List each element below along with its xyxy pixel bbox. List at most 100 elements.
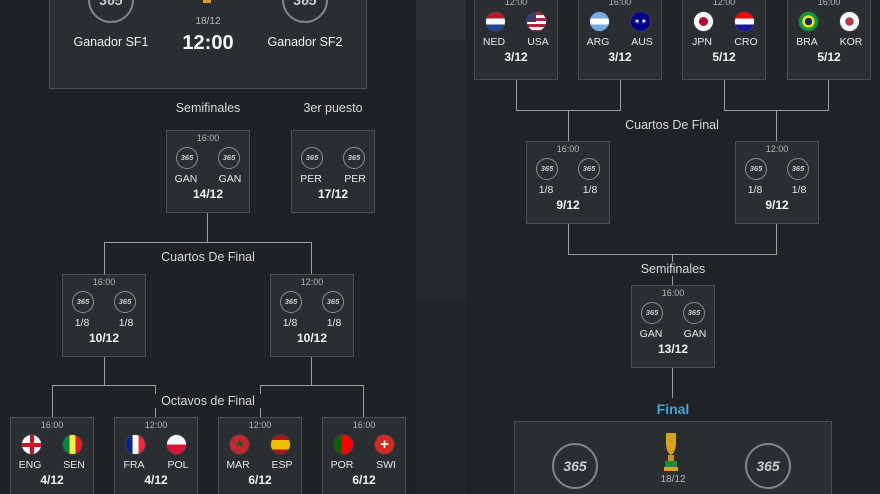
team1-code: FRA: [123, 459, 145, 471]
match-date: 5/12: [817, 50, 841, 64]
netherlands-flag-icon: [485, 11, 506, 32]
match-date: 17/12: [317, 187, 349, 201]
team2-code: 1/8: [118, 317, 134, 329]
match-time: 12:00: [300, 277, 324, 287]
quarterfinal-match-card[interactable]: 12:00 365 365 1/8 1/8 9/12: [735, 141, 819, 224]
team2-code: 1/8: [326, 317, 342, 329]
bracket-line: [363, 385, 364, 417]
match-time: 16:00: [556, 144, 580, 154]
match-date: 4/12: [40, 473, 64, 487]
team-logo-icon: 365: [218, 147, 240, 169]
match-date: 5/12: [712, 50, 736, 64]
match-time: 12:00: [504, 0, 528, 7]
match-date: 4/12: [144, 473, 168, 487]
team2-code: GAN: [218, 173, 242, 185]
team2-code: USA: [527, 36, 549, 48]
match-time: 12:00: [765, 144, 789, 154]
match-date: 9/12: [765, 198, 789, 212]
final-team2-name: Ganador SF2: [267, 35, 343, 49]
final-time: 12:00: [182, 32, 234, 54]
team1-code: 1/8: [747, 184, 763, 196]
match-time: 12:00: [712, 0, 736, 7]
bracket-line: [568, 110, 569, 141]
team2-code: KOR: [839, 36, 863, 48]
team-logo-icon: 365: [745, 158, 767, 180]
team1-code: GAN: [174, 173, 198, 185]
match-date: 3/12: [608, 50, 632, 64]
team-logo-icon: 365: [787, 158, 809, 180]
match-time: 16:00: [40, 420, 64, 430]
team1-logo-icon: 365: [552, 443, 598, 489]
trophy-icon: [203, 0, 211, 3]
team-logo-icon: 365: [578, 158, 600, 180]
team2-code: PER: [344, 173, 366, 185]
team2-code: SWI: [376, 459, 396, 471]
bracket-line: [311, 242, 312, 274]
team-logo-icon: 365: [536, 158, 558, 180]
third-place-label: 3er puesto: [303, 101, 363, 115]
team1-code: POR: [330, 459, 354, 471]
bracket-line: [776, 224, 777, 254]
team-logo-icon: 365: [343, 147, 365, 169]
team2-code: POL: [167, 459, 189, 471]
bracket-line: [776, 110, 777, 141]
final-match-card[interactable]: 365 365 18/12: [514, 421, 832, 494]
trophy-icon: [664, 433, 678, 471]
blurred-background-strip: [416, 0, 466, 494]
bracket-line: [104, 242, 312, 243]
morocco-flag-icon: ★: [229, 434, 250, 455]
france-flag-icon: [125, 434, 146, 455]
round-of-16-label: Octavos de Final: [150, 394, 266, 408]
team1-code: NED: [482, 36, 506, 48]
bracket-line: [207, 213, 208, 243]
korea-flag-icon: [839, 11, 860, 32]
match-time: 12:00: [248, 420, 272, 430]
semifinals-label: Semifinales: [626, 262, 720, 276]
bracket-line: [52, 385, 53, 417]
team1-code: GAN: [639, 328, 663, 340]
australia-flag-icon: ✶✶: [630, 11, 651, 32]
spain-flag-icon: [270, 434, 291, 455]
senegal-flag-icon: [62, 434, 83, 455]
bracket-line: [828, 80, 829, 110]
final-team1-name: Ganador SF1: [73, 35, 149, 49]
team1-code: 1/8: [74, 317, 90, 329]
team2-code: 1/8: [582, 184, 598, 196]
bracket-line: [104, 242, 105, 274]
quarterfinals-label: Cuartos De Final: [604, 118, 740, 132]
bracket-line: [568, 224, 569, 254]
quarterfinals-label: Cuartos De Final: [140, 250, 276, 264]
match-time: [292, 133, 374, 144]
final-match-card[interactable]: 365 365 18/12 Ganador SF1 12:00 Ganador …: [49, 0, 367, 89]
team2-code: ESP: [271, 459, 293, 471]
match-time: 16:00: [608, 0, 632, 7]
team1-code: ARG: [586, 36, 610, 48]
final-label: Final: [656, 401, 690, 417]
team2-code: 1/8: [791, 184, 807, 196]
team-logo-icon: 365: [683, 302, 705, 324]
team2-code: GAN: [683, 328, 707, 340]
portugal-flag-icon: [333, 434, 354, 455]
brazil-flag-icon: [798, 11, 819, 32]
match-time: 16:00: [352, 420, 376, 430]
match-time: 16:00: [661, 288, 685, 298]
team-logo-icon: 365: [641, 302, 663, 324]
match-date: 9/12: [556, 198, 580, 212]
croatia-flag-icon: [734, 11, 755, 32]
team2-code: SEN: [63, 459, 85, 471]
